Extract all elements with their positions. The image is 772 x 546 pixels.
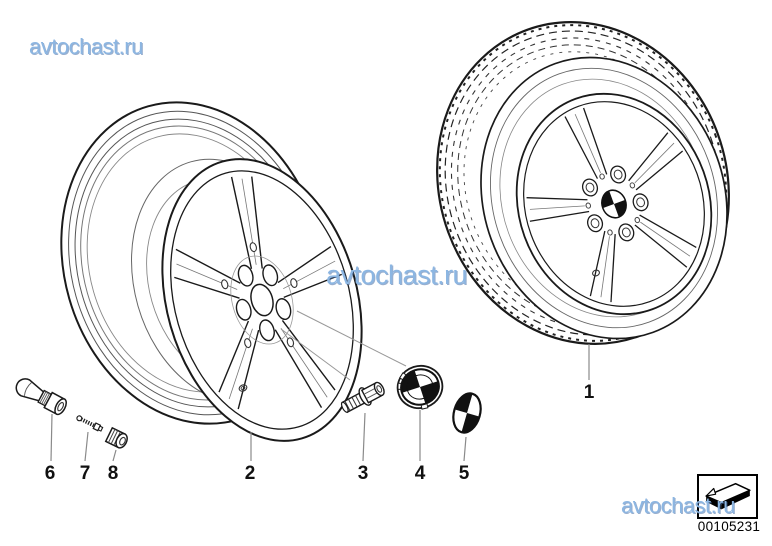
alloy-rim-drawing (24, 71, 393, 465)
center-roundel-icon (598, 187, 630, 221)
valve-core-drawing (76, 415, 104, 432)
watermark-text: avtochast.ru (29, 34, 143, 59)
callout-label-7: 7 (79, 463, 91, 484)
assembly-connector-lines (280, 310, 407, 381)
part-number-box (697, 474, 758, 519)
callout-label-5: 5 (458, 463, 470, 484)
wheel-bolt-drawing (340, 381, 385, 414)
direction-arrow-icon (704, 482, 751, 509)
part-number-label: 00105231 (697, 519, 761, 534)
callout-label-4: 4 (414, 463, 426, 484)
wheel-with-tire-drawing (392, 0, 772, 385)
watermark-text: avtochast.ru (326, 260, 468, 290)
hub-cap-drawing (396, 364, 444, 410)
callout-leader-lines (50, 344, 590, 462)
valve-cap-drawing (104, 426, 128, 449)
watermark-text: avtochast.ru (621, 493, 735, 518)
emblem-badge-drawing (452, 392, 482, 434)
callout-label-1: 1 (583, 382, 595, 403)
callout-label-6: 6 (44, 463, 56, 484)
callout-label-2: 2 (244, 463, 256, 484)
valve-stem-drawing (15, 378, 67, 416)
callout-label-8: 8 (107, 463, 119, 484)
callout-label-3: 3 (357, 463, 369, 484)
